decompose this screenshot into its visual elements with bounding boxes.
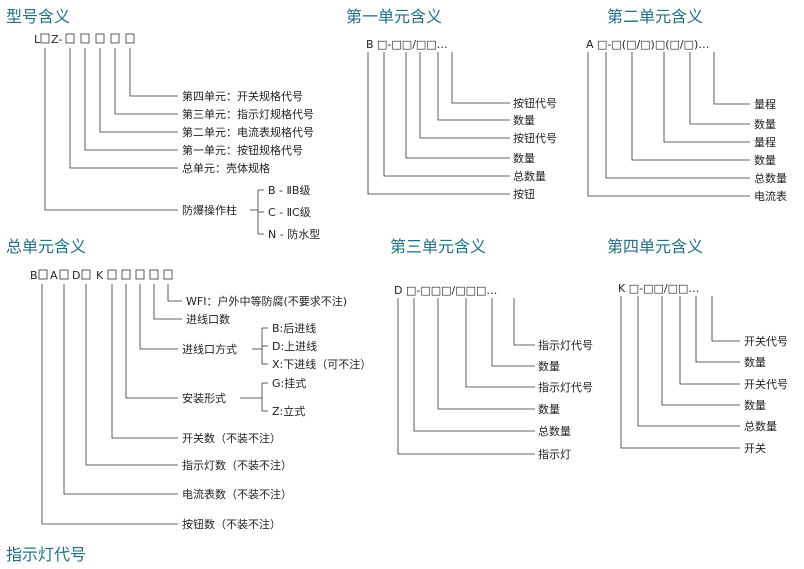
title-total: 总单元含义 [6, 237, 86, 256]
total-code-A: A [50, 269, 58, 282]
title-unit4: 第四单元含义 [607, 237, 703, 256]
total-code-K: K [96, 269, 104, 282]
model-option-c: C - ⅡC级 [268, 206, 311, 219]
total-entry-option-d: D:上进线 [272, 339, 317, 353]
total-code-B: B [30, 269, 38, 282]
total-label-wfi: WFI：户外中等防腐(不要求不注) [186, 294, 347, 308]
model-option-b: B - ⅡB级 [268, 184, 310, 197]
model-label-column: 防爆操作柱 [182, 203, 237, 217]
total-label-indicators: 指示灯数（不装不注） [182, 458, 292, 472]
total-code-D: D [72, 269, 80, 282]
total-label-switches: 开关数（不装不注） [182, 431, 281, 445]
model-option-n: N - 防水型 [268, 227, 320, 241]
model-label-unit4: 第四单元：开关规格代号 [182, 89, 303, 103]
unit2-code: A □-□(□/□)□(□/□)… [586, 38, 709, 51]
total-box-2 [81, 269, 91, 280]
total-entry-option-b: B:后进线 [272, 321, 316, 335]
unit4-label-2: 开关代号 [744, 377, 788, 391]
unit4-label-5: 开关 [744, 441, 766, 455]
total-label-ammeters: 电流表数（不装不注） [182, 487, 292, 501]
total-box-0 [38, 269, 48, 280]
unit4-diagram: K □-□□/□□… 开关代号 数量 开关代号 数量 总数量 开关 [618, 282, 788, 455]
unit4-label-1: 数量 [744, 356, 766, 369]
title-indicator: 指示灯代号 [6, 545, 86, 564]
model-label-unit3: 第三单元：指示灯规格代号 [182, 107, 314, 121]
unit4-label-3: 数量 [744, 399, 766, 412]
title-unit3: 第三单元含义 [390, 237, 486, 256]
unit3-label-4: 总数量 [538, 424, 571, 438]
title-unit1: 第一单元含义 [346, 7, 442, 26]
total-box-6 [149, 269, 159, 280]
unit2-label-3: 数量 [754, 154, 776, 167]
model-box-5 [125, 33, 135, 44]
unit3-label-1: 数量 [538, 360, 560, 373]
model-box-4 [110, 33, 120, 44]
unit3-label-3: 数量 [538, 403, 560, 416]
total-diagram: B A D K WFI：户外中等防腐(不要求不注) 进线口数 进线口方式 [30, 269, 371, 531]
unit1-label-0: 按钮代号 [513, 96, 557, 110]
total-label-buttons: 按钮数（不装不注） [182, 517, 281, 531]
model-label-unit2: 第二单元：电流表规格代号 [182, 125, 314, 139]
unit4-label-4: 总数量 [744, 419, 777, 433]
unit3-label-2: 指示灯代号 [538, 380, 593, 394]
unit3-diagram: D □-□□□/□□□… 指示灯代号 数量 指示灯代号 数量 总数量 指示灯 [394, 284, 593, 461]
model-box-0 [40, 33, 50, 44]
model-box-1 [65, 33, 75, 44]
total-mount-option-z: Z:立式 [272, 404, 305, 418]
unit3-label-5: 指示灯 [538, 447, 571, 461]
unit4-code: K □-□□/□□… [618, 282, 699, 295]
model-label-unit1: 第一单元：按钮规格代号 [182, 143, 303, 157]
total-label-entry-method: 进线口方式 [182, 342, 237, 356]
unit2-label-4: 总数量 [754, 171, 787, 185]
unit2-label-5: 电流表 [754, 189, 787, 203]
model-box-2 [80, 33, 90, 44]
unit3-label-0: 指示灯代号 [538, 338, 593, 352]
title-unit2: 第二单元含义 [607, 7, 703, 26]
unit2-diagram: A □-□(□/□)□(□/□)… 量程 数量 量程 数量 总数量 电流表 [586, 38, 787, 203]
unit1-label-3: 数量 [513, 152, 535, 165]
unit1-code: B □-□□/□□… [366, 38, 448, 51]
model-label-total: 总单元：壳体规格 [182, 161, 270, 175]
total-mount-option-g: G:挂式 [272, 376, 306, 390]
unit1-label-2: 按钮代号 [513, 131, 557, 145]
total-box-1 [59, 269, 69, 280]
unit3-code: D □-□□□/□□□… [394, 284, 497, 297]
unit1-label-5: 按钮 [513, 187, 535, 201]
total-label-mounting: 安装形式 [182, 391, 226, 405]
total-entry-option-x: X:下进线（可不注） [272, 357, 371, 371]
unit1-label-4: 总数量 [513, 169, 546, 183]
model-code-Z: Z- [51, 33, 62, 46]
unit2-label-1: 数量 [754, 118, 776, 131]
unit2-label-0: 量程 [754, 98, 776, 111]
unit2-label-2: 量程 [754, 136, 776, 149]
unit4-label-0: 开关代号 [744, 334, 788, 348]
total-box-7 [163, 269, 173, 280]
total-box-4 [121, 269, 131, 280]
model-box-3 [95, 33, 105, 44]
unit1-diagram: B □-□□/□□… 按钮代号 数量 按钮代号 数量 总数量 按钮 [366, 38, 557, 201]
title-model: 型号含义 [6, 7, 70, 26]
model-diagram: L Z- 第四单元：开关规格代号 第三单元：指示灯规格代号 第二单元：电流表规格… [34, 33, 320, 241]
unit1-label-1: 数量 [513, 114, 535, 127]
total-box-5 [135, 269, 145, 280]
total-label-entry-count: 进线口数 [186, 312, 230, 326]
model-code-L: L [34, 33, 41, 46]
total-box-3 [107, 269, 117, 280]
